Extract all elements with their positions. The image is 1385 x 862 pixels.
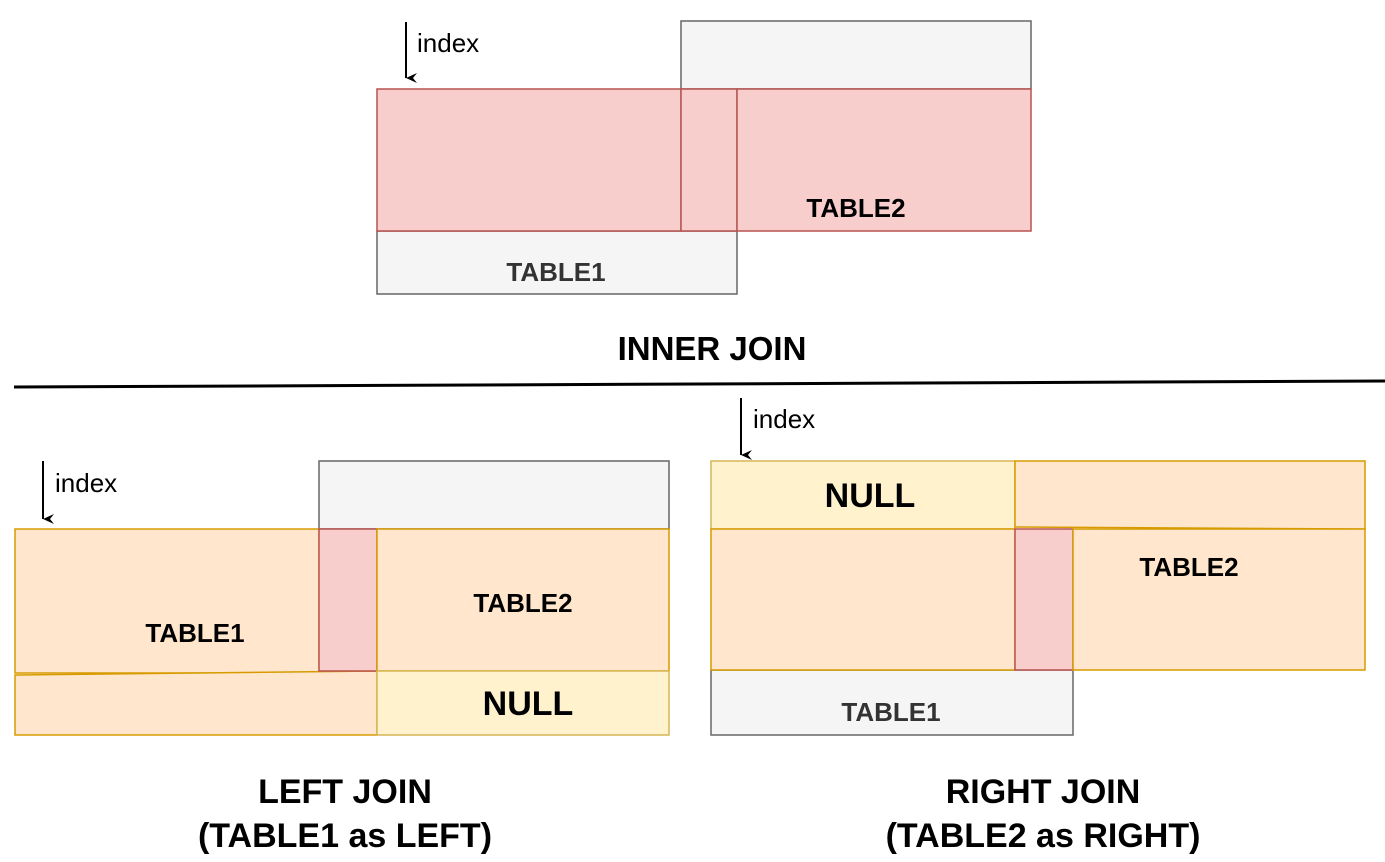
right-join-caption-line2: (TABLE2 as RIGHT)	[886, 817, 1201, 855]
right-null-label: NULL	[825, 477, 916, 515]
right-table1-label: TABLE1	[841, 697, 940, 727]
inner-table1-unmatched	[376, 230, 738, 295]
right-join-caption-line1: RIGHT JOIN	[946, 773, 1141, 811]
inner-table2-unmatched	[680, 20, 1032, 90]
left-null-block	[376, 670, 670, 736]
inner-result-left	[376, 88, 682, 232]
left-table1-unmatched	[14, 670, 378, 736]
right-join-diagram: index NULL TABLE2 TABLE1 RIGHT JOIN (TAB…	[710, 398, 1366, 855]
inner-result-overlap	[680, 88, 738, 232]
left-table1-label: TABLE1	[145, 618, 244, 648]
left-join-diagram: index TABLE2 TABLE1 NULL LEFT JOIN (TABL…	[14, 460, 670, 855]
left-join-caption-line2: (TABLE1 as LEFT)	[198, 817, 492, 855]
inner-result-right	[736, 88, 1032, 232]
right-table2-label: TABLE2	[1139, 552, 1238, 582]
left-table2-label: TABLE2	[473, 588, 572, 618]
left-null-label: NULL	[483, 685, 574, 723]
left-table1-matched	[14, 528, 320, 674]
right-table1-matched	[710, 528, 1016, 671]
right-overlap	[1014, 528, 1074, 671]
left-overlap	[318, 528, 378, 672]
section-divider	[13, 379, 1385, 389]
inner-table1-label: TABLE1	[506, 257, 605, 287]
left-join-caption-line1: LEFT JOIN	[258, 773, 432, 811]
inner-join-diagram: index TABLE2 TABLE1 INNER JOIN	[376, 20, 1032, 367]
right-table1-unmatched	[710, 669, 1074, 736]
right-table2-matched	[1072, 528, 1366, 671]
inner-index-label: index	[417, 28, 479, 58]
right-table2-unmatched	[1014, 460, 1366, 530]
left-index-label: index	[55, 468, 117, 498]
inner-join-caption: INNER JOIN	[618, 330, 807, 367]
inner-table2-label: TABLE2	[806, 193, 905, 223]
left-table2-matched	[376, 528, 670, 672]
left-table2-unmatched	[318, 460, 670, 530]
right-index-label: index	[753, 404, 815, 434]
